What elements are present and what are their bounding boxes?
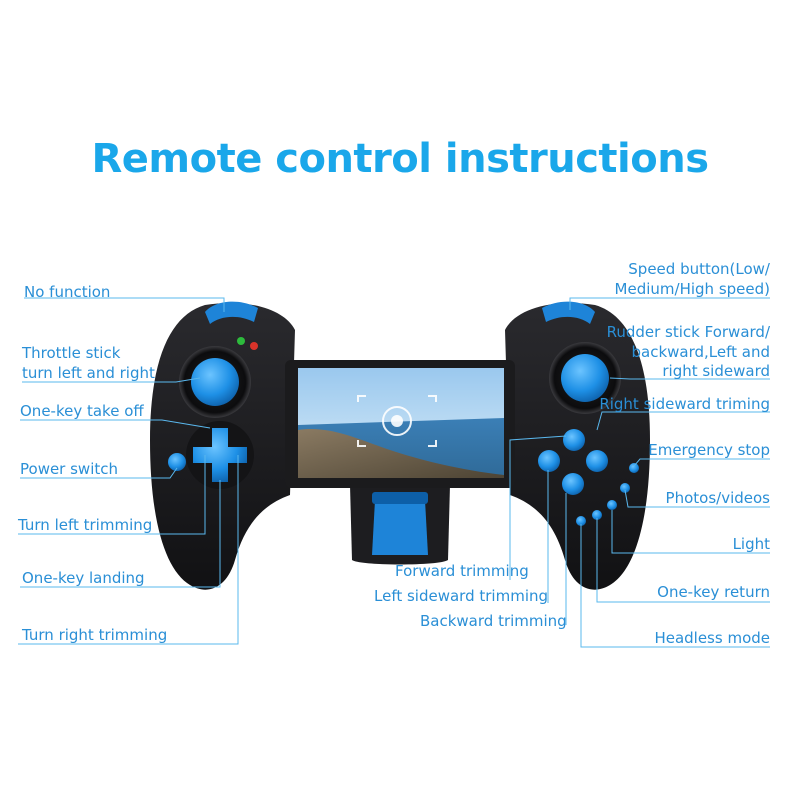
- label-rudder-line2: backward,Left and: [631, 343, 770, 361]
- leader-lines: [18, 297, 770, 648]
- label-return: One-key return: [657, 583, 770, 601]
- left-stick: [191, 358, 239, 406]
- led-red-icon: [250, 342, 258, 350]
- label-photos-videos: Photos/videos: [665, 489, 770, 507]
- right-bumper: [542, 301, 595, 324]
- face-button-top: [563, 429, 585, 451]
- page-title: Remote control instructions: [91, 136, 709, 182]
- face-button-right: [586, 450, 608, 472]
- label-backward-trim: Backward trimming: [420, 612, 567, 630]
- left-bumper: [205, 301, 258, 324]
- label-rudder-line3: right sideward: [662, 362, 770, 380]
- label-emergency-stop: Emergency stop: [648, 441, 770, 459]
- label-left-side-trim: Left sideward trimming: [374, 587, 549, 605]
- face-button-bottom: [562, 473, 584, 495]
- phone-clamp-blue: [372, 500, 428, 555]
- label-throttle-line2: turn left and right: [22, 364, 155, 382]
- camera-viewfinder-icon: [357, 395, 437, 447]
- small-button-1: [629, 463, 639, 473]
- label-power-switch: Power switch: [20, 460, 119, 478]
- label-throttle-line1: Throttle stick: [22, 344, 121, 362]
- right-stick: [561, 354, 609, 402]
- led-green-icon: [237, 337, 245, 345]
- label-speed-line2: Medium/High speed): [614, 280, 770, 298]
- dpad-icon: [186, 421, 254, 489]
- label-light: Light: [732, 535, 770, 553]
- label-speed-line1: Speed button(Low/: [628, 260, 770, 278]
- small-button-4: [592, 510, 602, 520]
- face-button-left: [538, 450, 560, 472]
- label-turn-right-trim: Turn right trimming: [22, 626, 168, 644]
- label-right-side-trim: Right sideward triming: [599, 395, 770, 413]
- label-no-function: No function: [24, 283, 111, 301]
- label-headless: Headless mode: [654, 629, 770, 647]
- small-button-2: [620, 483, 630, 493]
- power-button: [168, 453, 186, 471]
- label-take-off: One-key take off: [20, 402, 144, 420]
- small-button-3: [607, 500, 617, 510]
- label-turn-left-trim: Turn left trimming: [18, 516, 153, 534]
- label-landing: One-key landing: [22, 569, 145, 587]
- label-forward-trim: Forward trimming: [395, 562, 529, 580]
- label-rudder-line1: Rudder stick Forward/: [606, 323, 770, 341]
- small-button-5: [576, 516, 586, 526]
